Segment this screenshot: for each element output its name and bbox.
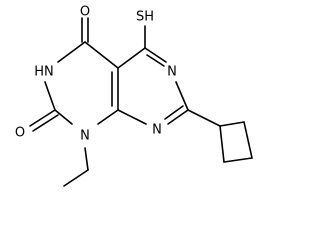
bond-c7-cyclobutyl — [187, 109, 221, 127]
bond-n6-c7 — [175, 81, 189, 111]
atom-label-n-right-top: N — [167, 65, 177, 80]
cyclobutyl-ring — [219, 121, 253, 163]
atom-label-n-bottom: N — [80, 129, 90, 144]
bond-c4-n3 — [57, 41, 86, 63]
bond-c7-n8-double — [164, 105, 184, 120]
bond-c2-o — [29, 109, 56, 127]
bond-n8-c8a — [117, 109, 147, 125]
bond-lines — [29, 17, 253, 187]
bond-c2-n1 — [54, 109, 73, 125]
bond-n3-c2 — [44, 81, 56, 111]
atom-label-o-bottom: O — [15, 126, 25, 141]
bond-c5-n6-double — [146, 54, 165, 67]
bond-c2-o-double — [32, 114, 59, 132]
atom-label-n-right-bottom: N — [152, 123, 162, 138]
bond-ch2-ch3 — [63, 169, 89, 187]
bond-c4a-c5 — [117, 47, 146, 69]
atom-labels: O SH HN N O N N — [15, 5, 177, 144]
atom-label-o-top: O — [80, 5, 90, 20]
bond-n1-ch2 — [84, 147, 89, 171]
molecule-structure: O SH HN N O N N — [15, 5, 253, 187]
bond-c7-n8 — [167, 109, 189, 125]
atom-label-nh: HN — [34, 65, 54, 80]
bond-c5-n6 — [144, 47, 167, 63]
atom-label-sh: SH — [136, 10, 154, 25]
bond-n1-c8a — [97, 109, 119, 125]
bond-c4a-c4 — [84, 41, 119, 69]
